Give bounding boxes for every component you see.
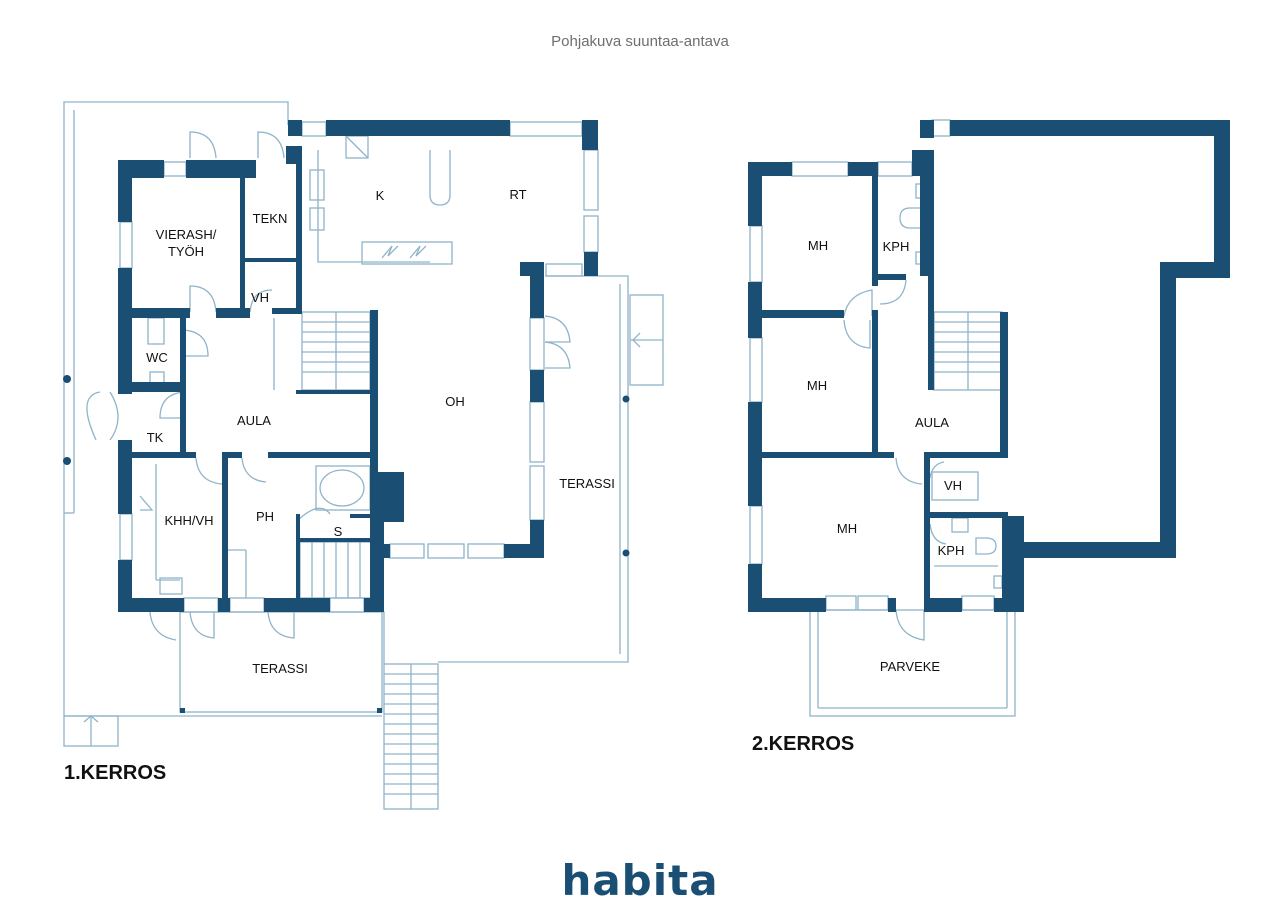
room-label-tk: TK [147,430,164,445]
room-label-terassi-south: TERASSI [252,661,308,676]
floor1-title: 1.KERROS [64,762,166,784]
room-label-vh: VH [251,290,269,305]
room-label-vierash: VIERASH/ [156,227,217,242]
floor2-room-labels: MH KPH MH AULA VH MH KPH PARVEKE [807,238,964,674]
room-label-rt: RT [509,187,526,202]
room-label-mh-3: MH [837,521,857,536]
room-label-aula-2: AULA [915,415,949,430]
room-label-vh-2: VH [944,478,962,493]
room-label-ph: PH [256,509,274,524]
door-swing [189,131,217,159]
terrace-posts [63,375,630,713]
room-label-khh: KHH/VH [164,513,213,528]
room-label-tekn: TEKN [253,211,288,226]
kitchen-island [361,241,453,265]
room-label-parveke: PARVEKE [880,659,941,674]
room-label-k: K [376,188,385,203]
terrace-west-outline [63,101,289,513]
floor1-room-labels: K RT TEKN VIERASH/ TYÖH VH WC AULA TK OH… [146,187,615,676]
brand-logo: habita [561,856,719,905]
room-label-tyoh: TYÖH [168,244,204,259]
room-label-terassi-east: TERASSI [559,476,615,491]
room-label-s: S [334,524,343,539]
room-label-kph-2: KPH [938,543,965,558]
floor2-title: 2.KERROS [752,733,854,755]
floor2-walls [748,120,1230,612]
floor1-walls [118,120,598,612]
room-label-kph-1: KPH [883,239,910,254]
balcony-outline [809,609,1016,717]
east-terrace-outline [438,275,629,663]
plan-disclaimer: Pohjakuva suuntaa-antava [551,33,729,50]
room-label-oh: OH [445,394,465,409]
room-label-mh-2: MH [807,378,827,393]
room-label-mh-1: MH [808,238,828,253]
floor2-thin-lines [749,119,1016,717]
floor1-thin-lines [63,101,664,810]
room-label-aula: AULA [237,413,271,428]
room-label-wc: WC [146,350,168,365]
